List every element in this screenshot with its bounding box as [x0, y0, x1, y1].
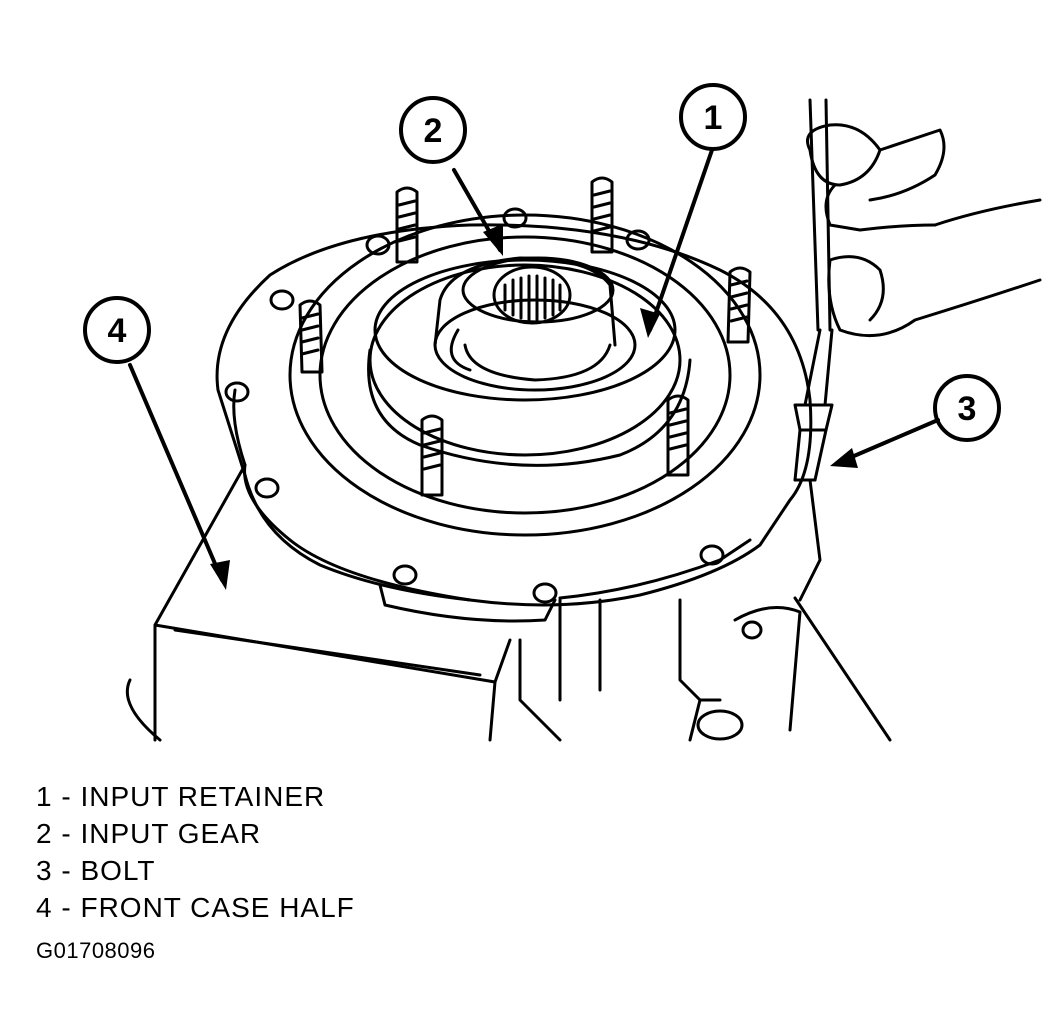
- callout-circle-2: [399, 96, 467, 164]
- case-flange: [215, 223, 822, 623]
- callout-circle-3: [933, 374, 1001, 442]
- bolt-holes: [224, 207, 763, 640]
- input-retainer: [288, 213, 762, 537]
- callout-number-3: 3: [958, 390, 977, 428]
- callout-circles: [83, 83, 1001, 442]
- legend-item-2: 2 - INPUT GEAR: [36, 815, 355, 852]
- callout-numbers: 1 2 3 4: [108, 99, 977, 428]
- stud-4: [298, 299, 324, 374]
- legend-separator: -: [61, 855, 72, 886]
- hand-with-tool: [793, 98, 1042, 482]
- callout-number-2: 2: [424, 112, 443, 150]
- legend-item-1: 1 - INPUT RETAINER: [36, 778, 355, 815]
- callout-circle-4: [83, 296, 151, 364]
- parts-legend: 1 - INPUT RETAINER 2 - INPUT GEAR 3 - BO…: [36, 778, 355, 926]
- stud-3: [726, 266, 752, 344]
- legend-separator: -: [61, 892, 72, 923]
- legend-separator: -: [61, 818, 72, 849]
- figure-id: G01708096: [36, 938, 156, 963]
- legend-separator: -: [61, 781, 72, 812]
- legend-label: INPUT RETAINER: [80, 781, 326, 812]
- callout-number-1: 1: [704, 99, 723, 137]
- front-case-half-body: [125, 463, 892, 742]
- legend-label: FRONT CASE HALF: [80, 892, 355, 923]
- legend-label: INPUT GEAR: [80, 818, 262, 849]
- callout-number-4: 4: [108, 312, 127, 350]
- stud-1: [395, 186, 419, 264]
- stud-6: [666, 394, 690, 477]
- legend-number: 3: [36, 855, 53, 886]
- leader-arrows: [128, 148, 940, 582]
- callout-circle-1: [679, 83, 747, 151]
- legend-number: 2: [36, 818, 53, 849]
- stud-2: [590, 176, 614, 254]
- stud-5: [420, 414, 444, 497]
- legend-item-4: 4 - FRONT CASE HALF: [36, 889, 355, 926]
- legend-number: 4: [36, 892, 53, 923]
- legend-item-3: 3 - BOLT: [36, 852, 355, 889]
- input-gear: [433, 256, 637, 392]
- arrow-heads: [210, 224, 858, 590]
- legend-label: BOLT: [80, 855, 156, 886]
- stud-bolts: [298, 176, 752, 497]
- legend-number: 1: [36, 781, 53, 812]
